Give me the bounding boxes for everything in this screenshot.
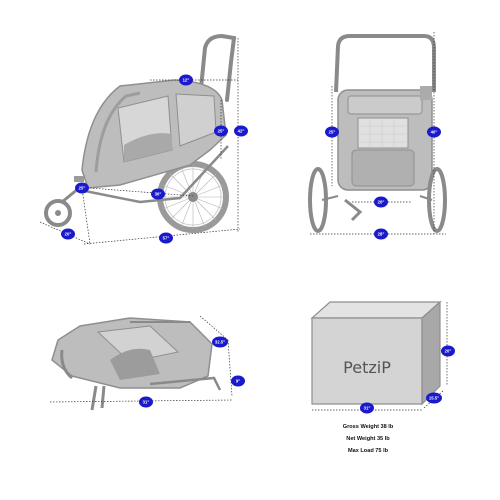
svg-text:25": 25" bbox=[329, 130, 336, 135]
badge-rear-left-height: 25" bbox=[325, 126, 339, 138]
spec-net-weight: Net Weight 35 lb bbox=[346, 436, 390, 442]
badge-box-width: 31" bbox=[360, 402, 374, 414]
svg-text:31": 31" bbox=[364, 406, 371, 411]
box-logo: PetziP bbox=[343, 358, 391, 377]
badge-side-length: 57" bbox=[159, 232, 173, 244]
svg-text:20": 20" bbox=[445, 349, 452, 354]
badge-folded-height: 9" bbox=[231, 375, 245, 387]
svg-text:42": 42" bbox=[238, 129, 245, 134]
svg-text:12": 12" bbox=[183, 78, 190, 83]
svg-text:31": 31" bbox=[143, 400, 150, 405]
folded-stroller bbox=[51, 317, 222, 411]
badge-rear-seat-width: 20" bbox=[374, 196, 388, 208]
shipping-box bbox=[310, 300, 442, 406]
badge-rear-right-height: 40" bbox=[427, 126, 441, 138]
svg-text:57": 57" bbox=[163, 236, 170, 241]
svg-text:32.5": 32.5" bbox=[215, 340, 225, 345]
spec-max-load: Max Load 75 lb bbox=[348, 448, 389, 454]
svg-text:25": 25" bbox=[218, 129, 225, 134]
badge-side-height-total: 42" bbox=[234, 125, 248, 137]
svg-text:20": 20" bbox=[378, 200, 385, 205]
svg-text:40": 40" bbox=[431, 130, 438, 135]
badge-side-small-wheel: 20" bbox=[61, 228, 75, 240]
svg-text:20": 20" bbox=[65, 232, 72, 237]
badge-rear-width: 28" bbox=[374, 228, 388, 240]
badge-folded-length: 31" bbox=[139, 396, 153, 408]
rear-view-stroller bbox=[308, 34, 447, 233]
badge-side-height-mid: 25" bbox=[214, 125, 228, 137]
svg-text:15.5": 15.5" bbox=[429, 396, 439, 401]
badge-side-front-wheel: 25" bbox=[75, 182, 89, 194]
svg-text:28": 28" bbox=[378, 232, 385, 237]
svg-text:25": 25" bbox=[79, 186, 86, 191]
spec-gross-weight: Gross Weight 38 lb bbox=[343, 424, 394, 430]
badge-box-height: 20" bbox=[441, 345, 455, 357]
svg-text:9": 9" bbox=[236, 379, 240, 384]
badge-box-depth: 15.5" bbox=[426, 392, 442, 404]
badge-folded-depth: 32.5" bbox=[212, 336, 228, 348]
side-view-stroller bbox=[44, 33, 237, 233]
badge-side-top-width: 12" bbox=[179, 74, 193, 86]
badge-side-inner-length: 30" bbox=[151, 188, 165, 200]
svg-text:30": 30" bbox=[155, 192, 162, 197]
